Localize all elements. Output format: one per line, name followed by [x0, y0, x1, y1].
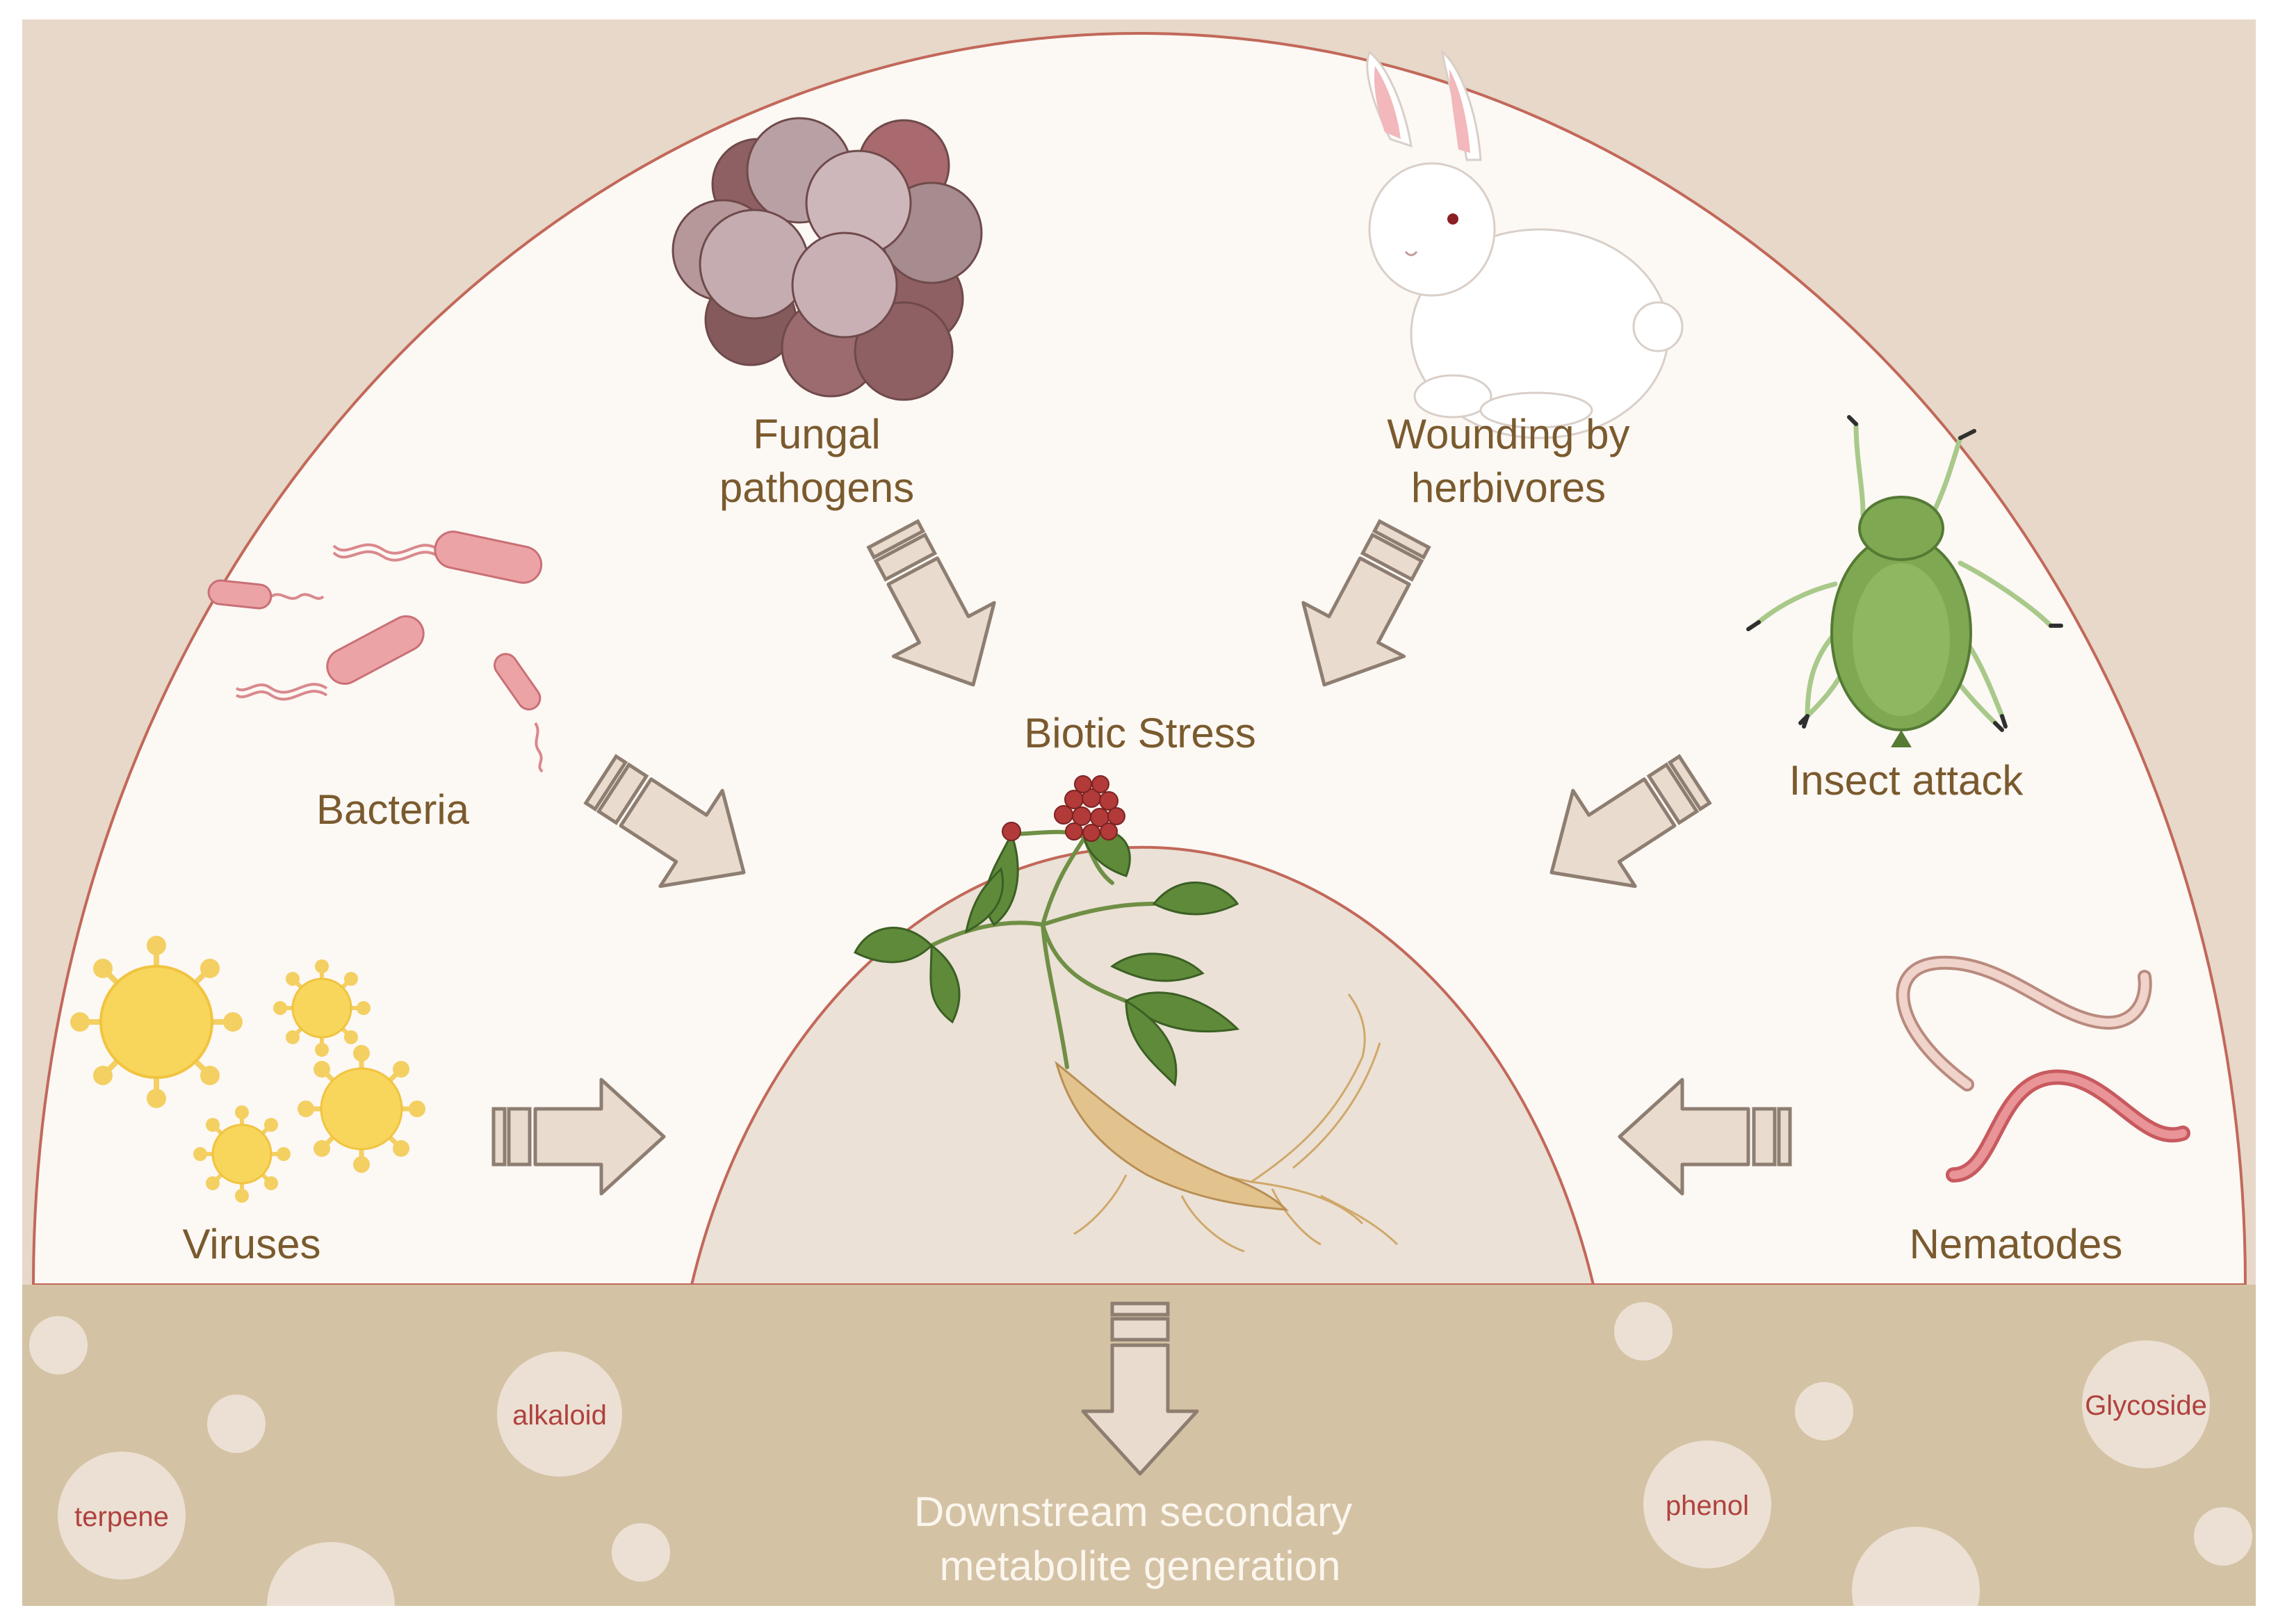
- downstream-label-line1: Downstream secondary: [914, 1488, 1352, 1535]
- metabolite-bubble: [1614, 1302, 1673, 1361]
- ginseng-plant-icon: [853, 775, 1399, 1253]
- herbivores-label-line1: Wounding by: [1387, 411, 1629, 457]
- fungal-label-line1: Fungal: [753, 411, 880, 457]
- metabolite-terpene: terpene: [74, 1502, 169, 1532]
- metabolite-bubble: [497, 1351, 622, 1477]
- bacteria-label: Bacteria: [316, 786, 470, 833]
- fungal-label-line2: pathogens: [719, 464, 914, 511]
- metabolite-alkaloid: alkaloid: [512, 1400, 607, 1431]
- metabolite-bubble: [1643, 1440, 1771, 1568]
- virus-icon: [70, 936, 425, 1203]
- nematodes-label: Nematodes: [1910, 1221, 2123, 1267]
- metabolite-bubble: [1795, 1382, 1853, 1440]
- aphid-icon: [1746, 415, 2063, 747]
- biotic-stress-title: Biotic Stress: [1024, 710, 1255, 756]
- insect-label: Insect attack: [1789, 757, 2024, 804]
- metabolite-bubble: [58, 1452, 186, 1580]
- metabolite-bubble: [2194, 1507, 2252, 1566]
- metabolite-bubble: [207, 1395, 266, 1453]
- metabolite-bubble: [2082, 1340, 2210, 1468]
- viruses-label: Viruses: [183, 1221, 321, 1267]
- stress-semicircle: [31, 32, 2247, 1286]
- metabolite-bubble: [29, 1316, 88, 1374]
- metabolite-glycoside: Glycoside: [2085, 1390, 2207, 1421]
- bacteria-icon: [207, 530, 544, 773]
- metabolite-phenol: phenol: [1666, 1491, 1749, 1521]
- herbivores-label-line2: herbivores: [1411, 464, 1606, 511]
- downstream-label-line2: metabolite generation: [939, 1543, 1340, 1589]
- fungal-spore-cluster-icon: [672, 117, 983, 401]
- rabbit-icon: [1366, 49, 1684, 439]
- nematode-worm-icon: [1896, 955, 2190, 1183]
- metabolite-bubble: [612, 1523, 670, 1582]
- metabolite-bubble: [267, 1542, 395, 1606]
- metabolite-bubble: [1852, 1527, 1980, 1606]
